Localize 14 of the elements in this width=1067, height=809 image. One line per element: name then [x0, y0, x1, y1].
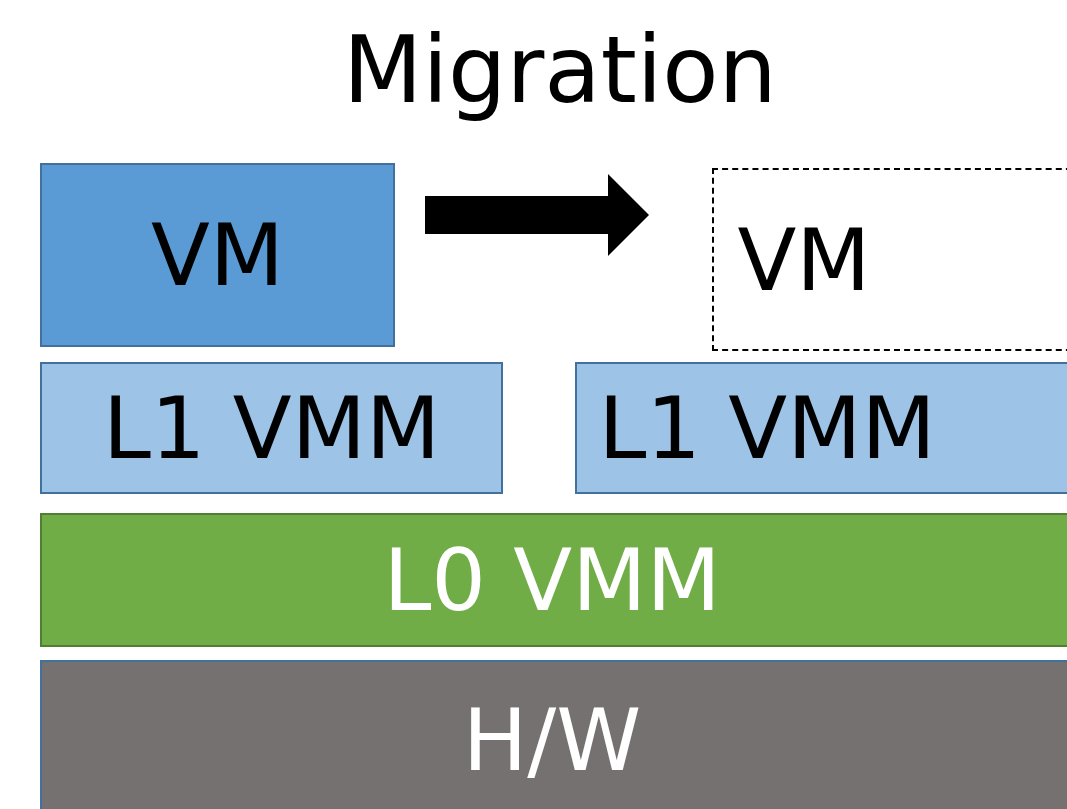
- box-label: VM: [151, 212, 284, 298]
- hypervisor-layer: [40, 513, 1067, 647]
- box-label: VM: [737, 216, 871, 303]
- arrow: [425, 174, 649, 256]
- vm-box: [40, 163, 395, 347]
- box-label: L0 VMM: [383, 537, 721, 623]
- box-label: L1 VMM: [598, 385, 936, 471]
- box-label: L1 VMM: [102, 385, 441, 471]
- title: Migration: [342, 20, 778, 122]
- hypervisor-box: [575, 362, 1067, 494]
- vm-box: [712, 168, 1067, 351]
- hardware-layer: [40, 660, 1067, 809]
- hypervisor-box: [40, 362, 503, 494]
- box-label: H/W: [462, 697, 642, 783]
